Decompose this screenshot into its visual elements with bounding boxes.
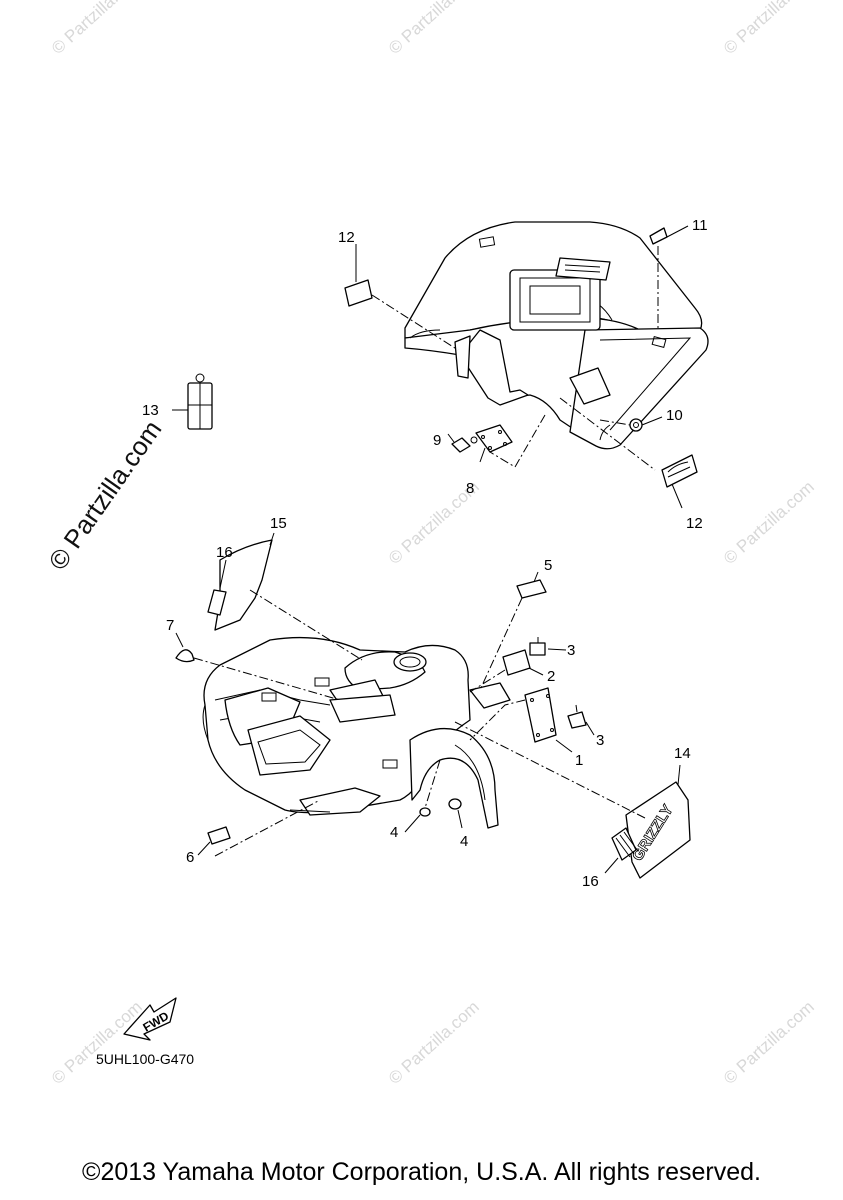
part-2-plate (502, 649, 531, 676)
callout-15: 15 (270, 515, 287, 532)
callout-8: 8 (466, 480, 474, 497)
part-14-decal (625, 781, 691, 879)
callout-11: 11 (692, 217, 708, 234)
watermark: © Partzilla.com (48, 997, 146, 1088)
callout-5: 5 (544, 557, 552, 574)
copyright-notice: ©2013 Yamaha Motor Corporation, U.S.A. A… (82, 1158, 761, 1186)
part-10-grommet (629, 418, 643, 432)
leader-lines (172, 225, 689, 874)
watermark: © Partzilla.com (720, 477, 818, 568)
callout-16: 16 (582, 873, 599, 890)
callout-4: 4 (460, 833, 468, 850)
watermark-layer: © Partzilla.com © Partzilla.com © Partzi… (48, 0, 818, 1088)
part-16-strip (611, 827, 637, 861)
watermark: © Partzilla.com (720, 0, 818, 58)
part-12-decal (661, 454, 698, 488)
callout-10: 10 (666, 407, 683, 424)
watermark: © Partzilla.com (385, 0, 483, 58)
diagram-code: 5UHL100-G470 (96, 1051, 194, 1067)
callout-4: 4 (390, 824, 398, 841)
callout-1: 1 (575, 752, 583, 769)
callout-9: 9 (433, 432, 441, 449)
front-fender (202, 636, 511, 829)
part-9-screw (451, 437, 471, 453)
callout-7: 7 (166, 617, 174, 634)
watermark: © Partzilla.com (385, 997, 483, 1088)
part-5-label (516, 579, 547, 599)
part-8-plate (475, 424, 513, 453)
callout-3: 3 (567, 642, 575, 659)
part-15-panel (214, 539, 273, 631)
part-3-rivet (529, 642, 546, 656)
callout-13: 13 (142, 402, 159, 419)
small-parts: GRIZZLY (175, 227, 698, 879)
callout-12: 12 (686, 515, 703, 532)
callout-16: 16 (216, 544, 233, 561)
part-6-label (207, 826, 231, 845)
part-7-cap (175, 649, 195, 663)
callout-14: 14 (674, 745, 691, 762)
watermark: © Partzilla.com (48, 0, 146, 58)
callout-6: 6 (186, 849, 194, 866)
callout-2: 2 (547, 668, 555, 685)
part-1-panel (524, 687, 557, 743)
part-4-washer (448, 798, 462, 810)
callout-12: 12 (338, 229, 355, 246)
part-4-washer (419, 807, 431, 817)
rear-fender (404, 221, 709, 450)
callouts: 12 11 13 10 9 8 12 15 16 5 7 3 2 3 14 1 … (142, 217, 708, 890)
part-16-strip (207, 589, 227, 616)
partzilla-watermark: © Partzilla.com (42, 415, 167, 576)
watermark: © Partzilla.com (720, 997, 818, 1088)
part-11-label (649, 227, 668, 245)
part-12-label (344, 279, 373, 307)
callout-3: 3 (596, 732, 604, 749)
